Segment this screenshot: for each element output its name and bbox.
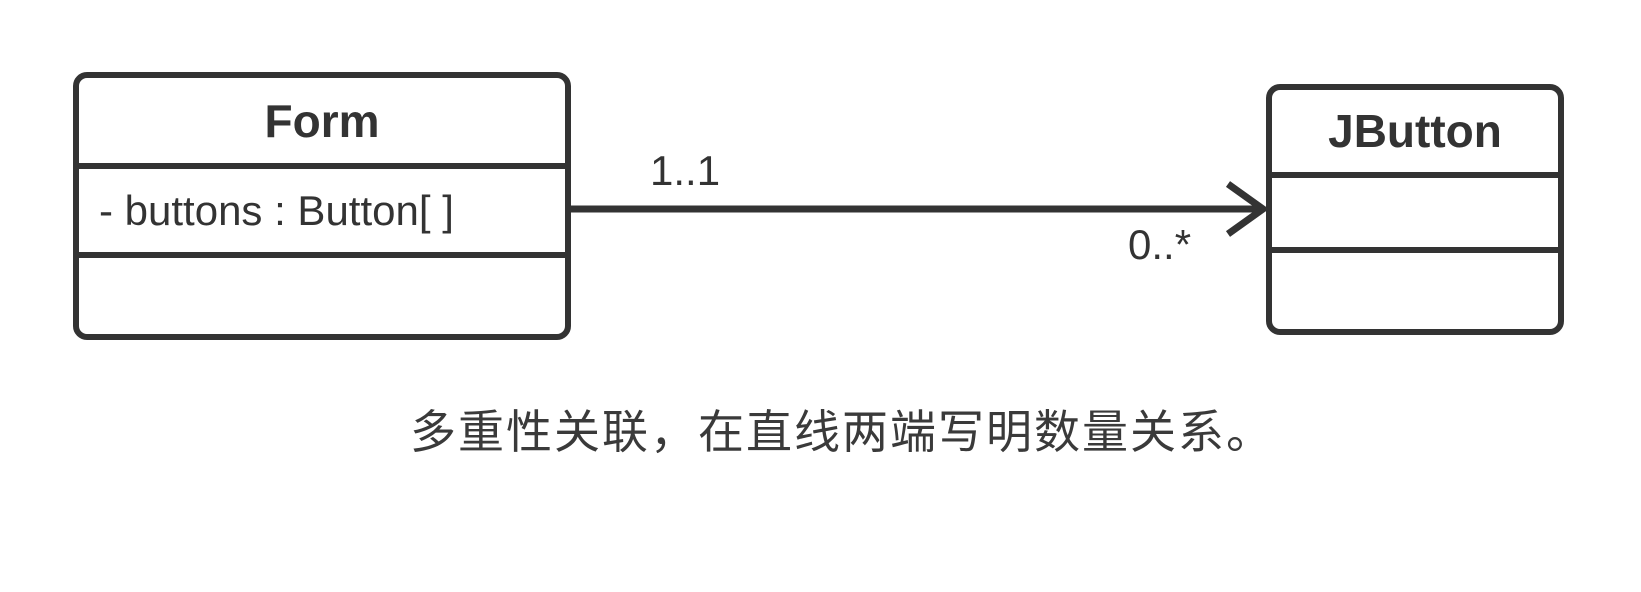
multiplicity-label-source: 1..1: [650, 147, 721, 194]
class-operations-form: [79, 252, 565, 334]
diagram-caption: 多重性关联，在直线两端写明数量关系。: [410, 405, 1274, 459]
class-attributes-form: - buttons : Button[ ]: [79, 163, 565, 252]
class-name-form: Form: [264, 94, 380, 147]
class-box-jbutton: JButton: [1266, 84, 1564, 335]
class-attribute-buttons: - buttons : Button[ ]: [99, 186, 454, 234]
multiplicity-label-target: 0..*: [1128, 221, 1192, 268]
class-name-jbutton: JButton: [1328, 105, 1502, 157]
class-operations-jbutton: [1272, 247, 1558, 329]
class-box-form: Form - buttons : Button[ ]: [73, 72, 571, 340]
association-arrowhead: [1225, 181, 1270, 237]
class-attributes-jbutton: [1272, 172, 1558, 247]
